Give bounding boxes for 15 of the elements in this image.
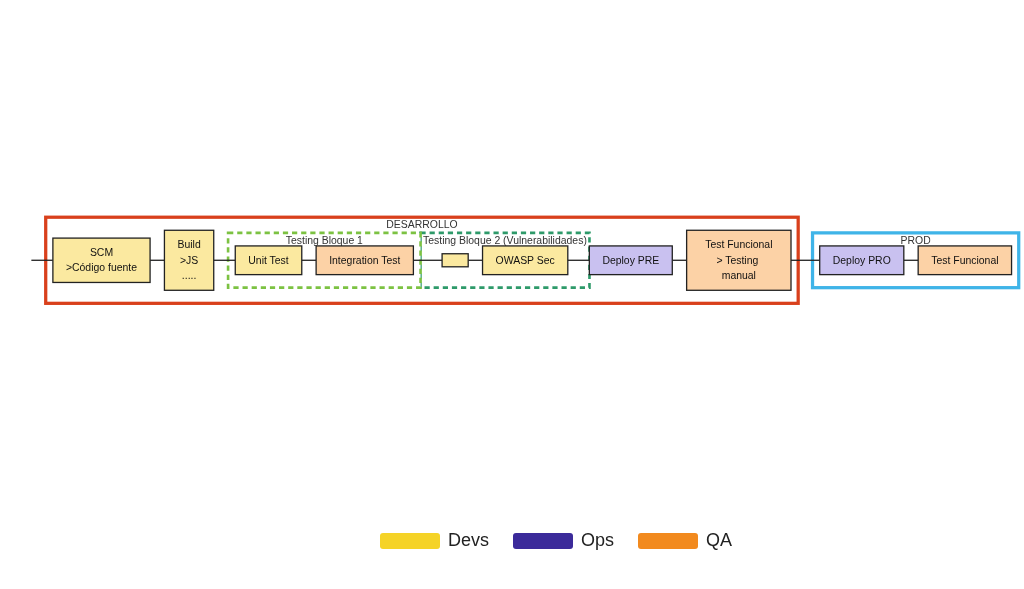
node-box [441,252,469,268]
legend-label: Ops [581,530,615,551]
connector [567,259,590,261]
node-box: Integration Test [315,245,415,275]
legend-label: Devs [448,530,489,551]
connector [213,259,236,261]
node-box: Test Funcional > Testing manual [686,229,792,291]
node-box: Deploy PRE [588,245,673,275]
node-box: OWASP Sec [481,245,569,275]
node-box: Test Funcional [917,245,1013,275]
legend-label: QA [706,530,733,551]
node-box: Deploy PRO [819,245,905,275]
node-box: Build >JS ..... [163,229,215,291]
node-box: Unit Test [234,245,303,275]
node-box: SCM >Código fuente [52,237,151,283]
